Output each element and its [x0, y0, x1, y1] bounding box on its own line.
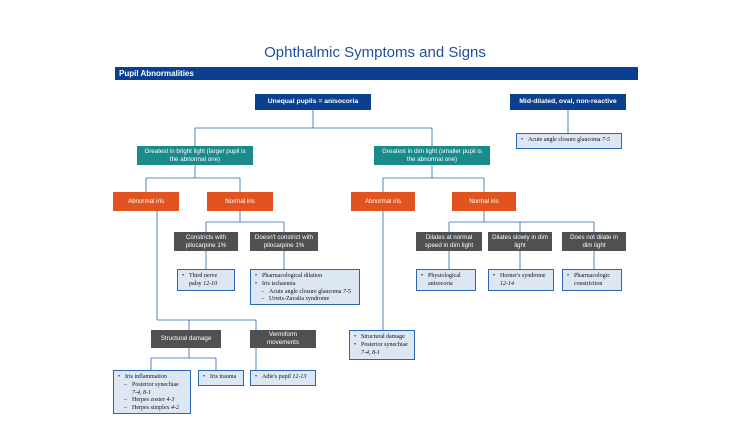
- node-dilates-slowly: Dilates slowly in dim light: [488, 232, 552, 251]
- leaf-pharmacological-dilation: Pharmacological dilation Iris ischaemia …: [250, 269, 360, 305]
- node-mid-dilated: Mid-dilated, oval, non-reactive: [510, 94, 626, 110]
- leaf-iris-inflammation: Iris inflammation Posterior synechiae 7-…: [113, 370, 191, 414]
- node-vermiform-movements: Vermiform movements: [250, 330, 316, 348]
- leaf-adies-pupil: Adie's pupil 12-13: [250, 370, 316, 386]
- node-normal-iris-left: Normal iris: [207, 192, 273, 211]
- leaf-acute-glaucoma: Acute angle closure glaucoma 7-5: [516, 133, 622, 149]
- node-dim-light: Greatest in dim light (smaller pupil is …: [374, 146, 490, 165]
- node-bright-light: Greatest in bright light (larger pupil i…: [137, 146, 253, 165]
- section-header: Pupil Abnormalities: [115, 67, 638, 80]
- node-dilates-normal-speed: Dilates at normal speed in dim light: [416, 232, 482, 251]
- page-title: Ophthalmic Symptoms and Signs: [264, 44, 486, 61]
- node-normal-iris-right: Normal iris: [452, 192, 516, 211]
- leaf-iris-trauma: Iris trauma: [198, 370, 244, 386]
- node-constricts-pilocarpine: Constricts with pilocarpine 1%: [174, 232, 238, 251]
- node-abnormal-iris-right: Abnormal iris: [351, 192, 415, 211]
- leaf-structural-damage-right: Structural damage Posterior synechiae 7-…: [349, 330, 415, 360]
- node-not-dilate: Does not dilate in dim light: [562, 232, 626, 251]
- node-unequal-pupils: Unequal pupils = anisocoria: [255, 94, 371, 110]
- node-abnormal-iris-left: Abnormal iris: [113, 192, 179, 211]
- node-structural-damage: Structural damage: [151, 330, 221, 348]
- node-no-constrict-pilocarpine: Doesn't constrict with pilocarpine 1%: [250, 232, 318, 251]
